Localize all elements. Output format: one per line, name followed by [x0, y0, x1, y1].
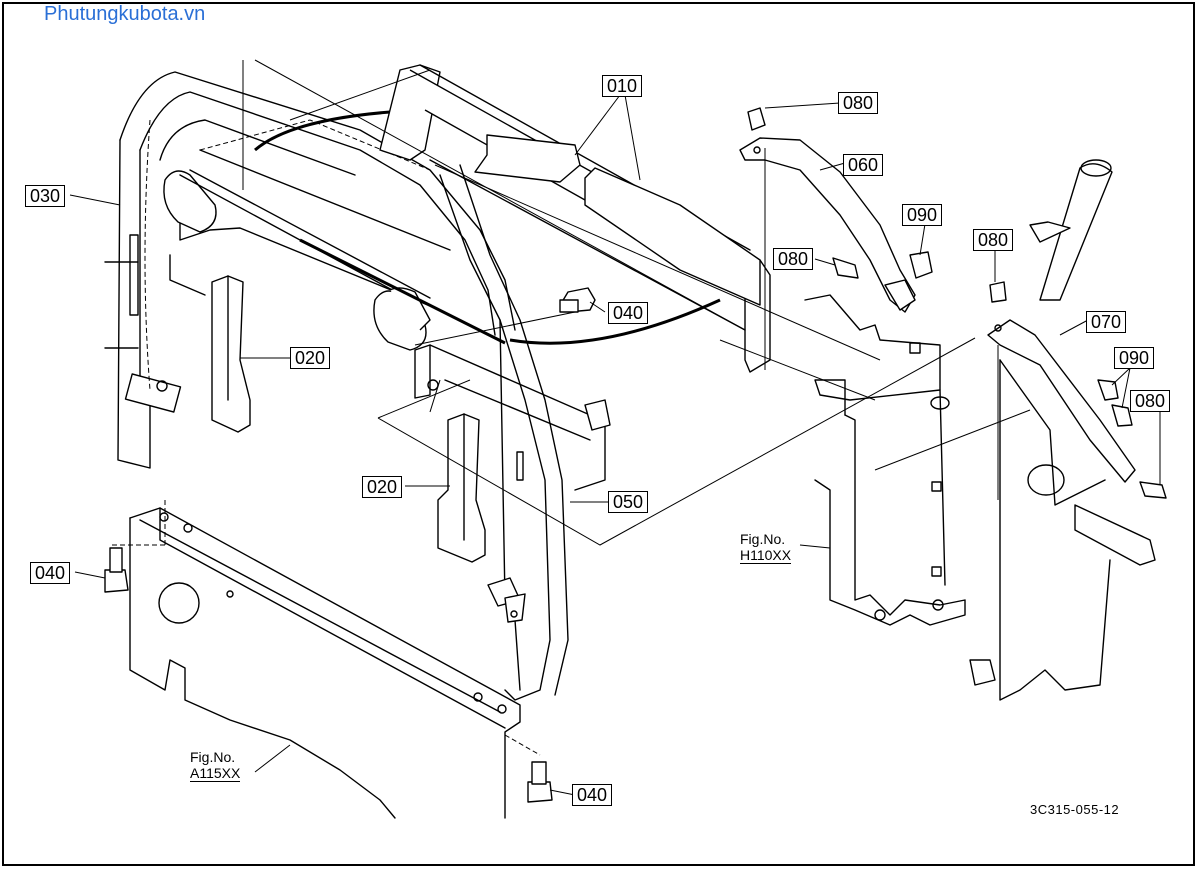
front-frame-030 — [104, 71, 516, 469]
callout-080-lever[interactable]: 080 — [773, 248, 814, 270]
callout-020-left[interactable]: 020 — [290, 347, 331, 369]
upper-bar-010 — [379, 64, 771, 373]
callout-070[interactable]: 070 — [1086, 311, 1127, 333]
figure-ref-number: H110XX — [740, 547, 792, 564]
lever-060 — [739, 107, 933, 313]
callout-050[interactable]: 050 — [608, 491, 649, 513]
figure-ref-a115[interactable]: Fig.No. A115XX — [190, 749, 241, 782]
callout-040-bottom[interactable]: 040 — [572, 784, 613, 806]
callout-090-lower[interactable]: 090 — [1114, 347, 1155, 369]
callout-030[interactable]: 030 — [25, 185, 66, 207]
callout-080-top[interactable]: 080 — [838, 92, 879, 114]
callout-060[interactable]: 060 — [843, 154, 884, 176]
callout-010[interactable]: 010 — [602, 75, 643, 97]
lever-070 — [969, 159, 1167, 701]
wire-harness — [254, 110, 721, 345]
leader-lines — [69, 59, 1161, 796]
guard-020-left — [211, 275, 251, 433]
bracket-h110 — [804, 294, 966, 626]
figure-ref-prefix: Fig.No. — [740, 531, 786, 547]
front-panel-outline — [112, 500, 541, 819]
site-watermark: Phutungkubota.vn — [44, 3, 206, 25]
callout-090-upper[interactable]: 090 — [902, 204, 943, 226]
callout-080-right[interactable]: 080 — [973, 229, 1014, 251]
figure-ref-h110[interactable]: Fig.No. H110XX — [740, 531, 792, 564]
bolt-040-left — [104, 547, 129, 593]
figure-ref-number: A115XX — [190, 765, 241, 782]
grip-handles — [163, 169, 431, 351]
callout-040-left[interactable]: 040 — [30, 562, 71, 584]
bolt-040-center — [559, 287, 596, 313]
callout-040-center[interactable]: 040 — [608, 302, 649, 324]
bar-frame-050 — [414, 164, 611, 701]
callout-020-right[interactable]: 020 — [362, 476, 403, 498]
guard-020-right — [437, 413, 486, 563]
document-id: 3C315-055-12 — [1030, 802, 1120, 817]
bolt-040-bottom — [527, 761, 553, 803]
figure-ref-prefix: Fig.No. — [190, 749, 236, 765]
callout-080-bottom-right[interactable]: 080 — [1130, 390, 1171, 412]
